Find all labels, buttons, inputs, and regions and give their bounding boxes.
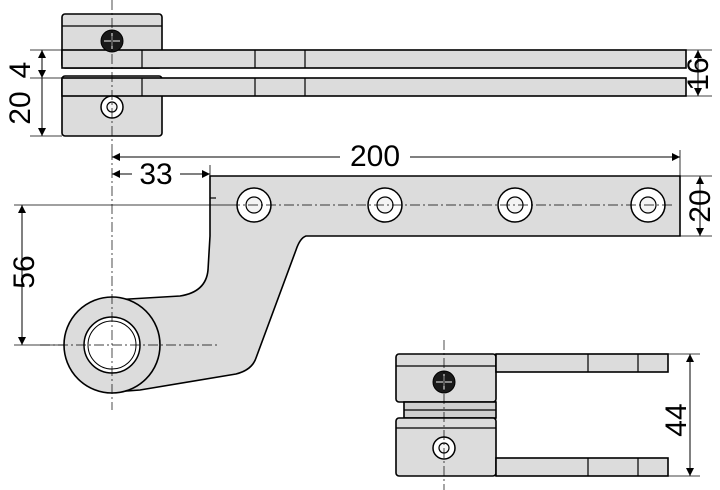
closed-lower-arm: [495, 457, 669, 477]
dim-arm-drop: 56: [8, 255, 41, 288]
dim-pivot-offset: 33: [139, 158, 172, 191]
dim-arm-width: 20: [684, 189, 717, 222]
arm-body: [111, 175, 681, 393]
dim-top-gap: 4: [4, 62, 37, 79]
closed-upper-arm: [495, 353, 669, 373]
dim-overall-length: 200: [350, 140, 400, 173]
top-lower-arm: [61, 77, 687, 97]
plan-view: 200 33 20 56: [8, 140, 717, 410]
dim-top-arm-height: 16: [682, 57, 715, 90]
dim-top-lower-height: 20: [4, 91, 37, 124]
top-upper-arm: [61, 49, 687, 69]
dim-closed-height: 44: [660, 403, 693, 436]
top-elevation-view: 4 20 16: [4, 0, 715, 150]
closed-assembly-view: 44: [395, 340, 700, 490]
